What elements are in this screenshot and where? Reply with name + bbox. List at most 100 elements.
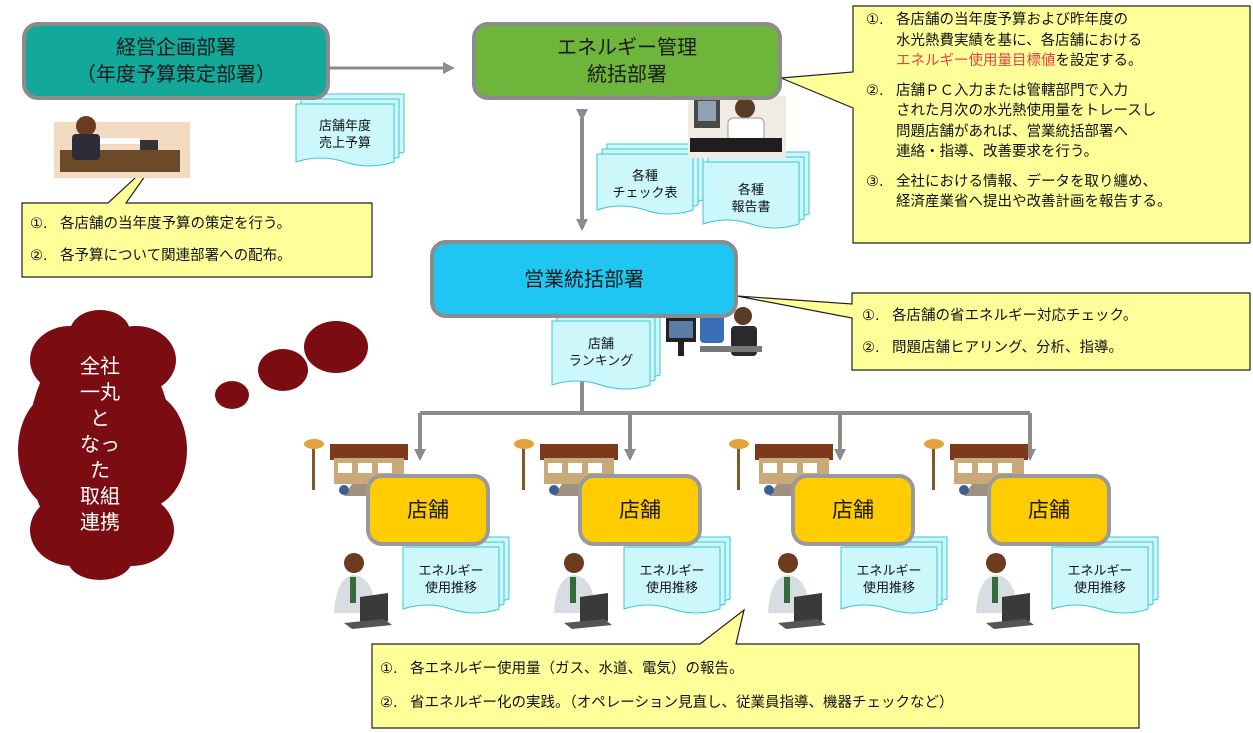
doc-store-line2: 使用推移 (862, 581, 915, 596)
doc-store-line1: エネルギー (639, 564, 705, 579)
doc-store-4-label: エネルギー 使用推移 (1052, 563, 1148, 597)
laptop-worker-icon (554, 553, 612, 629)
item-number: ②. (862, 340, 880, 356)
item-line: 経済産業省へ提出や改善計画を報告する。 (896, 194, 1172, 210)
store-label: 店舗 (832, 497, 874, 522)
callout-store-shape (371, 608, 1140, 729)
doc-stack-store-3 (840, 536, 948, 614)
doc-stack-budget (295, 93, 405, 167)
callout-energy-item-2: ②. 店舗ＰＣ入力または管轄部門で入力 された月次の水光熱使用量をトレースし 問… (866, 81, 1246, 163)
item-number: ①. (866, 12, 884, 28)
doc-store-line2: 使用推移 (645, 581, 698, 596)
item-line: された月次の水光熱使用量をトレースし (896, 103, 1157, 119)
item-text: 各店舗の省エネルギー対応チェック。 (892, 308, 1138, 324)
doc-checklist-line1: 各種 (631, 169, 658, 184)
item-number: ①. (862, 308, 880, 324)
doc-stack-report (702, 151, 810, 229)
laptop-worker-icon (976, 553, 1034, 629)
box-energy-kanri: エネルギー管理 統括部署 (472, 22, 782, 100)
item-line: 連絡・指導、改善要求を行う。 (896, 144, 1099, 160)
doc-stack-store-1 (402, 536, 510, 614)
cloud-line: と (90, 406, 110, 430)
callout-eigyo-shape (736, 292, 1251, 371)
item-number: ②. (866, 82, 884, 99)
cloud-line: 全社 (80, 354, 120, 378)
box-eigyo-label: 営業統括部署 (524, 266, 644, 291)
doc-checklist-line2: チェック表 (612, 186, 678, 201)
item-text: 各店舗の当年度予算の策定を行う。 (60, 216, 292, 232)
doc-store-2-label: エネルギー 使用推移 (624, 563, 720, 597)
doc-store-1-label: エネルギー 使用推移 (403, 563, 499, 597)
item-line: 全社における情報、データを取り纏め、 (896, 173, 1157, 190)
doc-store-line2: 使用推移 (424, 581, 477, 596)
doc-store-line1: エネルギー (418, 564, 484, 579)
doc-checklist-label: 各種 チェック表 (597, 168, 693, 202)
cloud-line: 連携 (80, 510, 120, 534)
callout-eigyo: ①. 各店舗の省エネルギー対応チェック。 ②. 問題店舗ヒアリング、分析、指導。 (862, 300, 1247, 364)
doc-store-line2: 使用推移 (1073, 581, 1126, 596)
box-keiei-line1: 経営企画部署 (116, 35, 236, 59)
box-keiei-line2: （年度予算策定部署） (76, 62, 276, 86)
item-text: 全社における情報、データを取り纏め、 経済産業省へ提出や改善計画を報告する。 (896, 172, 1246, 213)
item-line-rest: を設定する。 (1055, 53, 1143, 69)
doc-ranking-line1: 店舗 (587, 337, 614, 352)
doc-store-3-label: エネルギー 使用推移 (841, 563, 937, 597)
doc-budget-label: 店舗年度 売上予算 (296, 118, 394, 152)
box-energy-line2: 統括部署 (587, 62, 667, 86)
item-number: ①. (380, 661, 398, 677)
store-label: 店舗 (407, 497, 449, 522)
cloud-line: 取組 (80, 484, 120, 508)
stressed-office-worker-icon (688, 96, 786, 158)
store-label: 店舗 (619, 497, 661, 522)
item-number: ①. (30, 216, 48, 232)
target-value-highlight: エネルギー使用量目標値 (896, 53, 1056, 69)
box-eigyo-tokatsu: 営業統括部署 (430, 240, 738, 318)
callout-eigyo-item-1: ①. 各店舗の省エネルギー対応チェック。 (862, 300, 1247, 332)
item-text: 各店舗の当年度予算および昨年度の 水光熱費実績を基に、各店舗における エネルギー… (896, 10, 1246, 72)
box-store-3: 店舗 (791, 474, 915, 546)
item-number: ②. (30, 248, 48, 264)
item-line: 水光熱費実績を基に、各店舗における (896, 32, 1143, 49)
box-store-1: 店舗 (366, 474, 490, 546)
doc-report-line1: 各種 (737, 183, 764, 198)
box-energy-line1: エネルギー管理 (557, 35, 697, 59)
cloud-line: た (90, 458, 110, 482)
arrow-tree-to-stores (414, 380, 1036, 461)
callout-energy-item-1: ①. 各店舗の当年度予算および昨年度の 水光熱費実績を基に、各店舗における エネ… (866, 10, 1246, 72)
item-line: 問題店舗があれば、営業統括部署へ (896, 123, 1128, 140)
callout-energy-item-3: ③. 全社における情報、データを取り纏め、 経済産業省へ提出や改善計画を報告する… (866, 172, 1246, 213)
callout-keiei-item-2: ②. 各予算について関連部署への配布。 (30, 240, 370, 272)
restaurant-icon (514, 439, 622, 496)
doc-budget-line1: 店舗年度 (318, 119, 371, 134)
doc-stack-store-4 (1051, 536, 1159, 614)
doc-budget-line2: 売上予算 (318, 136, 371, 151)
doc-ranking-line2: ランキング (568, 354, 634, 369)
callout-energy-shape (780, 5, 1251, 244)
doc-report-label: 各種 報告書 (703, 182, 799, 216)
doc-stack-ranking (551, 310, 661, 390)
doc-stack-checklist (596, 143, 704, 215)
callout-keiei-shape (21, 154, 373, 278)
item-number: ③. (866, 173, 884, 190)
doc-stack-store-2 (623, 536, 731, 614)
item-text: 店舗ＰＣ入力または管轄部門で入力 された月次の水光熱使用量をトレースし 問題店舗… (896, 81, 1246, 163)
laptop-worker-icon (768, 553, 826, 629)
item-line: 店舗ＰＣ入力または管轄部門で入力 (896, 82, 1128, 99)
item-text: 問題店舗ヒアリング、分析、指導。 (892, 340, 1123, 356)
item-line: エネルギー使用量目標値を設定する。 (896, 51, 1246, 72)
doc-ranking-label: 店舗 ランキング (552, 336, 650, 370)
thought-cloud (18, 310, 368, 580)
item-text: 省エネルギー化の実践。（オペレーション見直し、従業員指導、機器チェックなど） (410, 695, 954, 711)
laptop-worker-icon (334, 553, 392, 629)
cloud-slogan: 全社 一丸 と なっ た 取組 連携 (60, 353, 140, 535)
item-number: ②. (380, 695, 398, 711)
doc-store-line1: エネルギー (856, 564, 922, 579)
callout-keiei: ①. 各店舗の当年度予算の策定を行う。 ②. 各予算について関連部署への配布。 (30, 208, 370, 272)
item-text: 各予算について関連部署への配布。 (60, 248, 292, 264)
phone-businessman-icon (54, 116, 190, 178)
box-keiei-kikaku: 経営企画部署 （年度予算策定部署） (22, 22, 330, 100)
callout-store-item-2: ②. 省エネルギー化の実践。（オペレーション見直し、従業員指導、機器チェックなど… (380, 686, 1136, 720)
cloud-line: なっ (80, 432, 120, 456)
cloud-line: 一丸 (80, 380, 120, 404)
